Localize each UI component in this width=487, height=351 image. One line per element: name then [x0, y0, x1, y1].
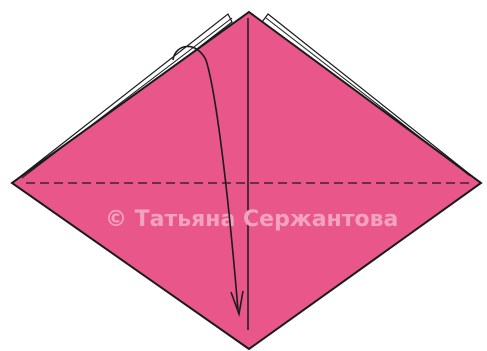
watermark-text: © Татьяна Сержантова — [105, 207, 398, 232]
paper-diamond — [12, 12, 481, 349]
